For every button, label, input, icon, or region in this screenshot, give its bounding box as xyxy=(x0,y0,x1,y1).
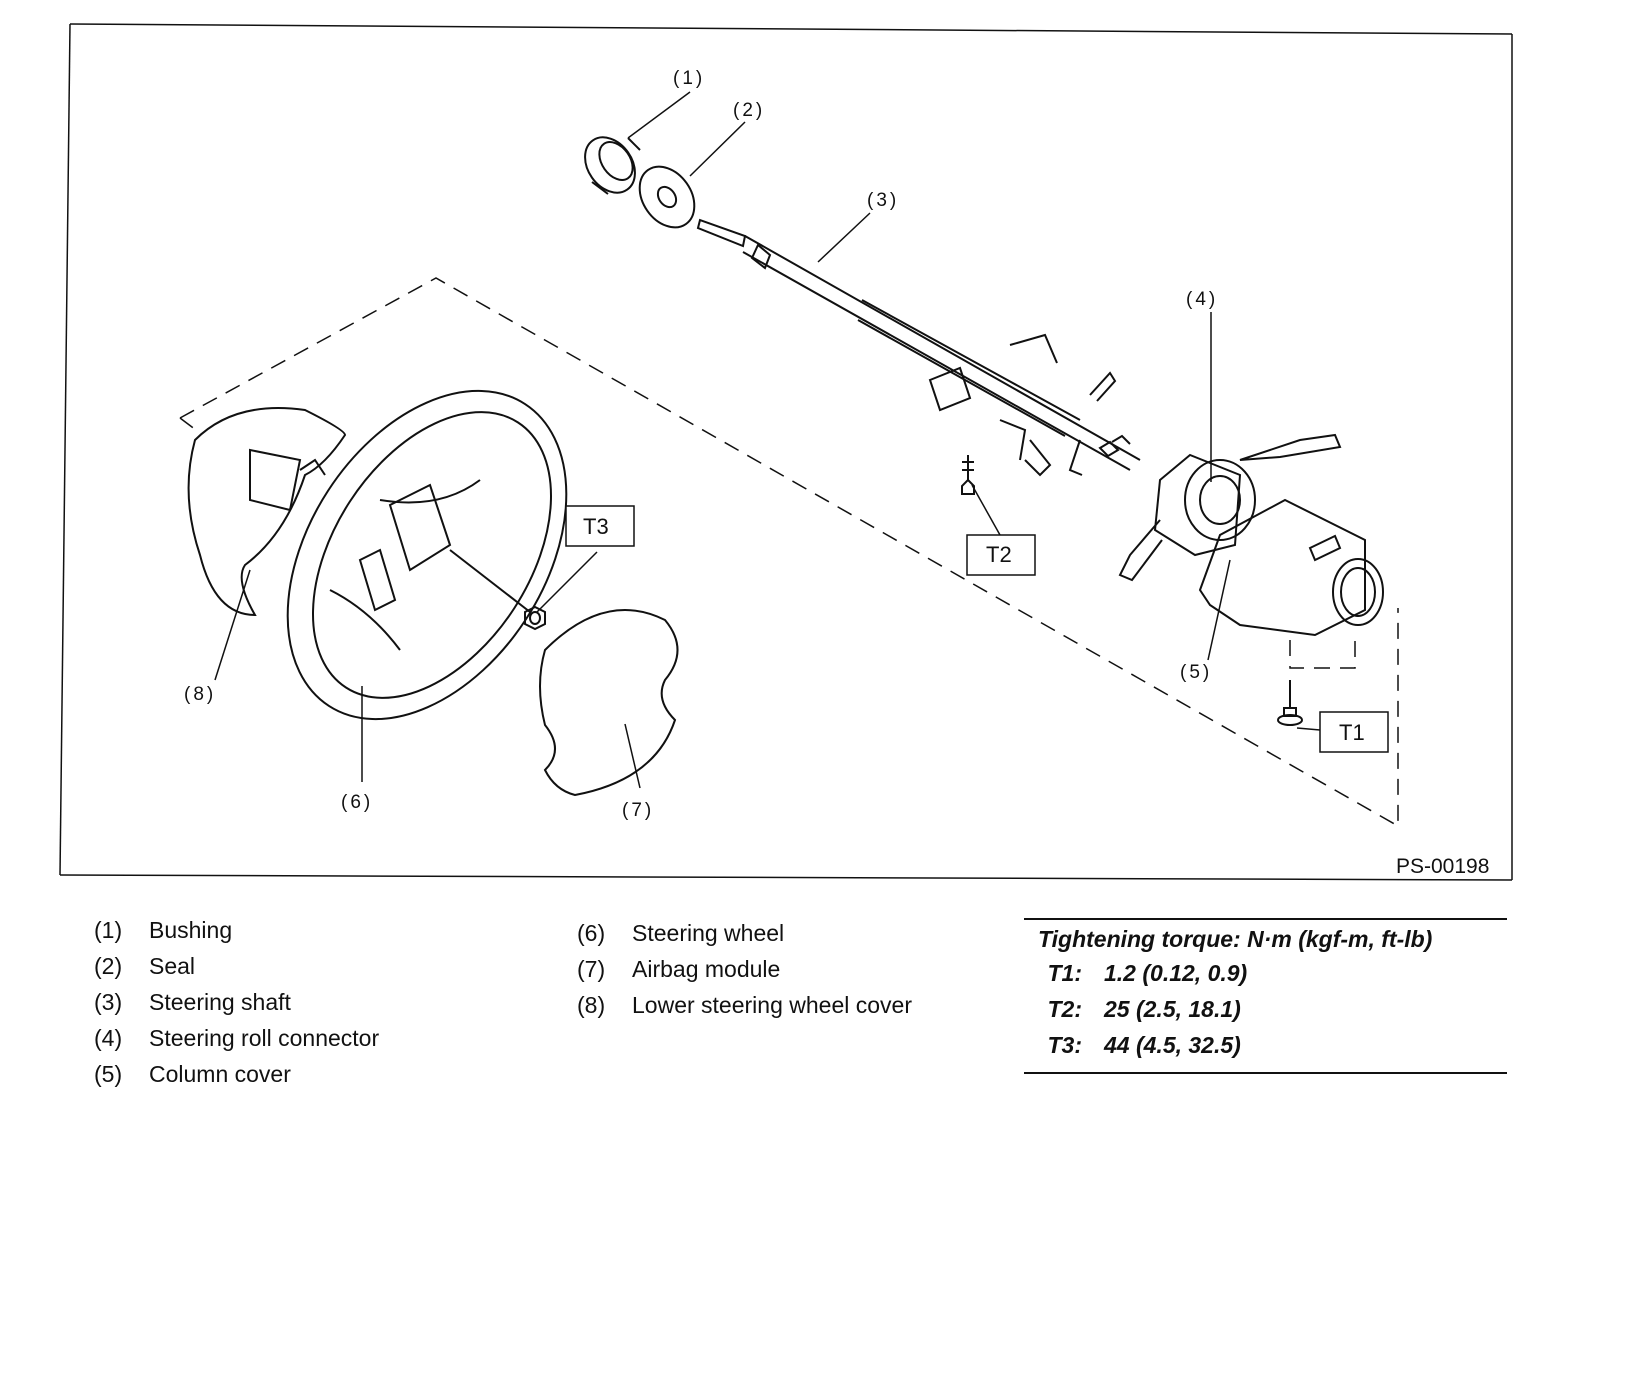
callout-4: (4) xyxy=(1186,289,1218,310)
callout-6: (6) xyxy=(341,792,373,813)
callout-3: (3) xyxy=(867,190,899,211)
legend-right: (6)Steering wheel (7)Airbag module (8)Lo… xyxy=(577,915,912,1023)
torque-bottom-rule xyxy=(1024,1072,1507,1074)
callout-7: (7) xyxy=(622,800,654,821)
legend-item: (4)Steering roll connector xyxy=(94,1025,380,1051)
nut-t3 xyxy=(524,605,546,631)
torque-box-t2: T2 xyxy=(966,534,1036,576)
torque-box-t3: T3 xyxy=(565,505,635,547)
torque-box-t1: T1 xyxy=(1319,711,1389,753)
figure-id: PS-00198 xyxy=(1396,855,1489,878)
legend-item: (2)Seal xyxy=(94,953,196,979)
roll-connector-part xyxy=(1118,433,1342,582)
callout-2: (2) xyxy=(733,100,765,121)
exploded-diagram: T3 T2 T1 (1) (2) (3) (4) (5) (6) (7) (8)… xyxy=(59,23,1513,881)
screw-t1 xyxy=(1277,680,1303,726)
diagram-frame xyxy=(59,23,1513,881)
legend-item: (8)Lower steering wheel cover xyxy=(577,992,912,1018)
legend-item: (7)Airbag module xyxy=(577,956,781,982)
lower-cover-part xyxy=(187,407,347,617)
svg-text:T2: T2 xyxy=(986,542,1012,567)
svg-text:T3: T3 xyxy=(583,514,609,539)
bushing-part xyxy=(584,136,641,195)
svg-text:T1: T1 xyxy=(1339,720,1365,745)
airbag-module-part xyxy=(539,609,679,797)
legend-item: (1)Bushing xyxy=(94,917,233,943)
legend-item: (5)Column cover xyxy=(94,1061,291,1087)
column-cover-part xyxy=(1198,498,1384,637)
torque-top-rule xyxy=(1024,918,1507,920)
legend-left: (1)Bushing (2)Seal (3)Steering shaft (4)… xyxy=(94,912,379,1092)
legend-item: (6)Steering wheel xyxy=(577,920,785,946)
torque-row: T3:44 (4.5, 32.5) xyxy=(1047,1032,1241,1058)
callout-5: (5) xyxy=(1180,662,1212,683)
seal-part xyxy=(638,165,696,229)
torque-title: Tightening torque: N·m (kgf-m, ft-lb) xyxy=(1038,926,1433,952)
torque-row: T2:25 (2.5, 18.1) xyxy=(1047,996,1241,1022)
callout-8: (8) xyxy=(184,684,216,705)
legend-item: (3)Steering shaft xyxy=(94,989,291,1015)
callout-1: (1) xyxy=(673,68,705,89)
torque-row: T1:1.2 (0.12, 0.9) xyxy=(1047,960,1248,986)
bolt-t2 xyxy=(961,455,975,495)
torque-table: Tightening torque: N·m (kgf-m, ft-lb) T1… xyxy=(1024,918,1507,1074)
steering-shaft-part xyxy=(696,218,1141,477)
leader-lines xyxy=(214,91,1321,789)
steering-wheel-part xyxy=(286,389,568,721)
assembly-dash-lines xyxy=(179,277,1399,828)
